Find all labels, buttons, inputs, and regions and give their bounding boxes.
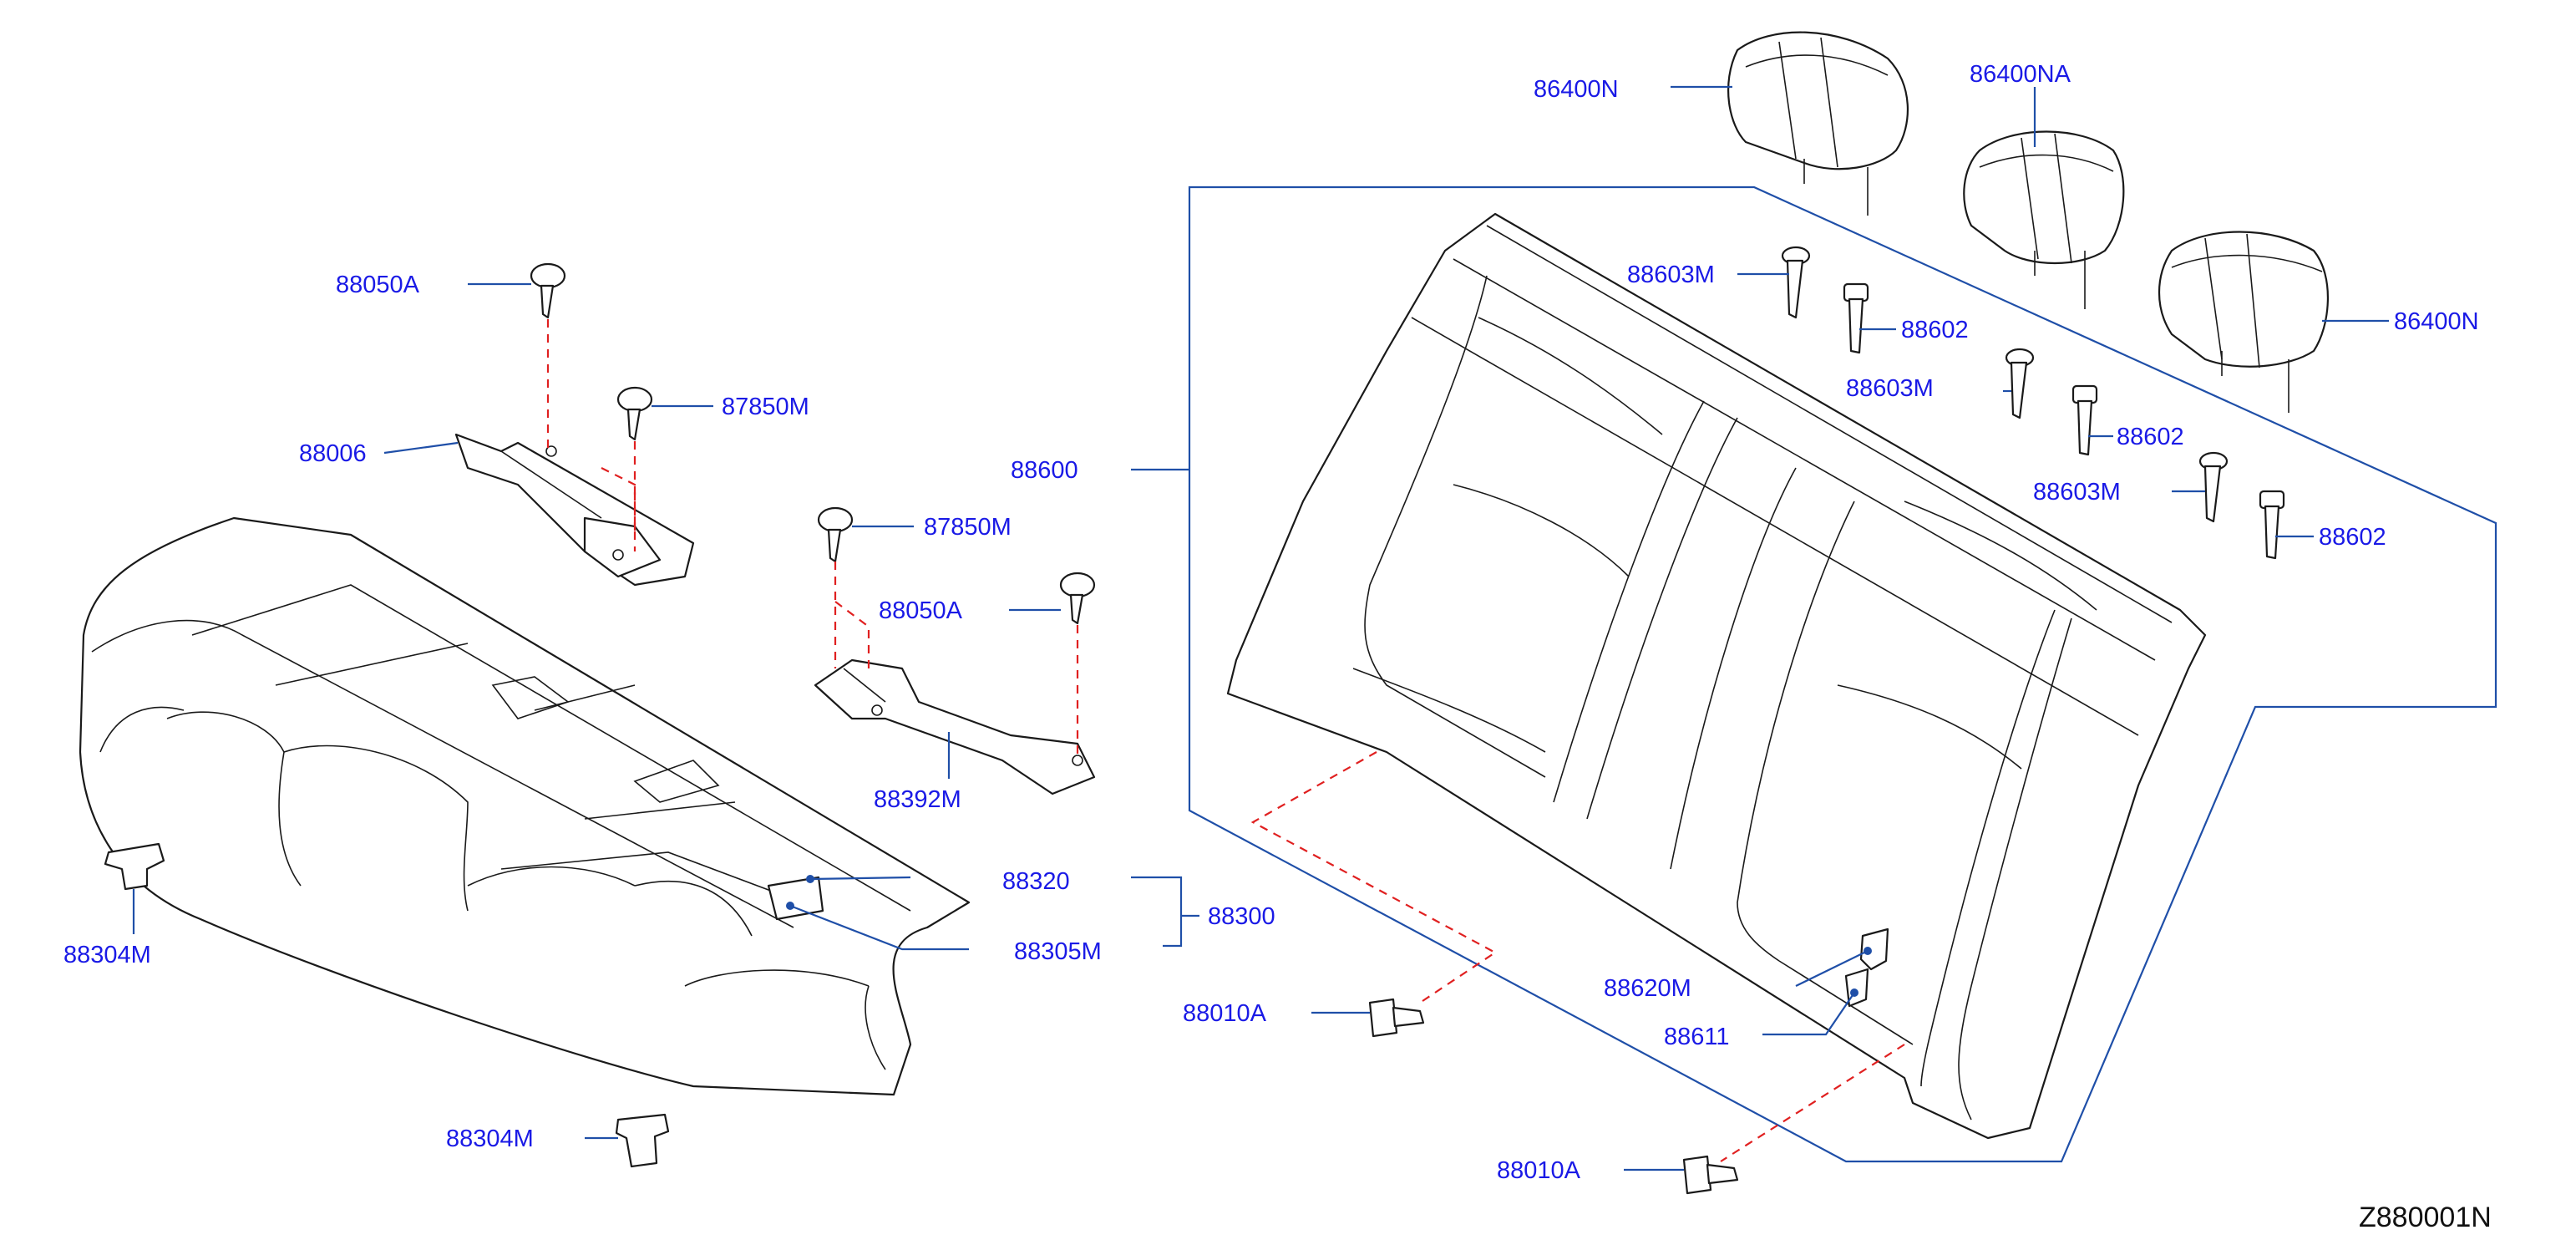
label-88611: 88611 — [1664, 1024, 1730, 1050]
label-grommet-88304m-b: 88304M — [446, 1126, 534, 1152]
label-headrest-right: 86400N — [2394, 308, 2479, 335]
label-cushion-88320: 88320 — [1002, 868, 1070, 895]
screw-87850m-a — [616, 386, 653, 441]
label-clip-88602-a: 88602 — [1901, 317, 1969, 343]
screw-88050a-right — [1059, 572, 1096, 625]
screw-87850m-b — [817, 506, 854, 563]
headrest-center — [1963, 130, 2125, 309]
grommet-88304m-b — [615, 1113, 670, 1168]
clip-88602-a — [1843, 282, 1869, 354]
label-cushion-assy: 88300 — [1208, 903, 1275, 930]
label-headrest-left: 86400N — [1534, 76, 1619, 103]
label-clip-88010a-b: 88010A — [1497, 1157, 1581, 1184]
seat-cushion-drawing — [79, 516, 971, 1096]
label-clip-88603m-b: 88603M — [1846, 375, 1934, 402]
leader-lines — [132, 85, 2389, 1171]
label-back-assy: 88600 — [1011, 457, 1078, 484]
bracket-88392m — [814, 658, 1096, 795]
bracket-88006 — [454, 433, 695, 587]
clip-88603m-a — [1781, 246, 1811, 319]
label-screw-87850m-b: 87850M — [924, 514, 1012, 541]
clip-88602-c — [2259, 490, 2285, 560]
assembly-dash-lines — [546, 319, 1905, 1162]
label-cushion-88305m: 88305M — [1014, 938, 1102, 965]
label-clip-88603m-a: 88603M — [1627, 262, 1715, 288]
label-screw-88050a-top: 88050A — [336, 272, 420, 298]
screw-88050a-top — [530, 262, 566, 319]
part-labels: 86400N 86400NA 86400N 88603M 88602 88603… — [63, 61, 2492, 1233]
clip-88603m-c — [2198, 451, 2229, 523]
clip-88603m-b — [2005, 348, 2035, 419]
label-screw-88050a-right: 88050A — [879, 597, 963, 624]
label-clip-88603m-c: 88603M — [2033, 479, 2121, 506]
headrest-left — [1727, 31, 1909, 216]
back-assy-group-bracket — [1188, 185, 2497, 1163]
label-bracket-88392m: 88392M — [874, 786, 961, 813]
clip-88010a-a — [1368, 998, 1425, 1038]
grommet-88304m-a — [104, 842, 165, 891]
label-88620m: 88620M — [1604, 975, 1691, 1002]
headrest-right — [2158, 231, 2329, 413]
clip-88010a-b — [1682, 1155, 1739, 1195]
label-headrest-center: 86400NA — [1970, 61, 2071, 88]
label-bracket-88006: 88006 — [299, 440, 367, 467]
clip-88602-b — [2071, 384, 2098, 456]
label-grommet-88304m-a: 88304M — [63, 942, 151, 968]
label-screw-87850m-a: 87850M — [722, 394, 809, 420]
label-clip-88010a-a: 88010A — [1183, 1000, 1267, 1027]
label-clip-88602-c: 88602 — [2319, 524, 2386, 551]
seat-back-drawing — [1226, 212, 2207, 1140]
diagram-code: Z880001N — [2359, 1202, 2492, 1233]
label-clip-88602-b: 88602 — [2117, 424, 2184, 450]
